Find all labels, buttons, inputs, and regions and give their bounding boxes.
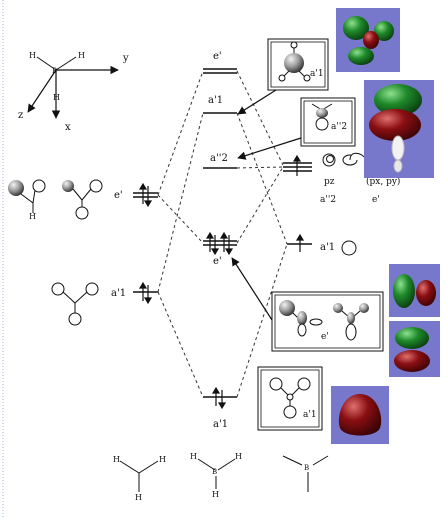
- center-levels: [203, 68, 237, 398]
- pointer-arrows: [231, 89, 302, 321]
- inset-e-label: e': [321, 332, 329, 342]
- right-label-a1: a'1: [320, 242, 335, 253]
- coordinate-system: y z x H H B H: [18, 51, 129, 133]
- atom-h-2: H: [78, 51, 85, 60]
- orbital-render-4: [389, 321, 440, 377]
- pz-orbital-icon: [322, 153, 336, 167]
- axis-y-label: y: [122, 53, 129, 64]
- inset-a1-bottom-label: a'1: [303, 410, 317, 420]
- left-label-a1: a'1: [111, 288, 126, 299]
- struct1-h3: H: [135, 493, 142, 502]
- orbital-render-1: [336, 8, 400, 72]
- orbital-render-3: [389, 264, 440, 317]
- label-a2pp-right: a''2: [320, 195, 336, 205]
- electrons-center: [205, 231, 234, 410]
- struct1-h2: H: [159, 455, 166, 464]
- orbital-render-2: [364, 80, 434, 178]
- label-a2pp-mid: a''2: [210, 153, 228, 164]
- label-pxpy: (px, py): [366, 176, 400, 187]
- orbital-render-5: [331, 386, 389, 444]
- inset-e-bonding: [271, 291, 384, 352]
- label-e-bonding: e': [213, 256, 222, 267]
- axis-x-label: x: [65, 122, 71, 133]
- struct2-b: B: [212, 468, 217, 476]
- left-e-orbital-2: [62, 179, 103, 220]
- inset-a1-top: [267, 38, 329, 91]
- inset-a1-bottom: [257, 366, 323, 431]
- label-a1-mid: a'1: [208, 95, 223, 106]
- struct3-b: B: [304, 464, 309, 472]
- left-e-orbital-1-h: H: [29, 212, 36, 221]
- atom-h-1: H: [29, 51, 36, 60]
- structure-bh3-1: [119, 460, 159, 492]
- struct2-h1: H: [190, 452, 197, 461]
- struct2-h3: H: [212, 490, 219, 499]
- label-pz: pz: [324, 177, 335, 187]
- label-e-right: e': [372, 195, 380, 205]
- left-levels: [133, 192, 158, 293]
- left-e-orbital-1: [8, 179, 46, 213]
- inset-a1-top-label: a'1: [310, 69, 324, 79]
- electrons-left: [138, 182, 153, 305]
- structure-bh3-2: [197, 458, 236, 489]
- left-label-e: e': [114, 190, 123, 201]
- atom-b: B: [52, 67, 57, 75]
- label-e-top: e': [213, 51, 222, 62]
- inset-a2pp-label: a''2: [331, 122, 347, 132]
- label-a1-bottom: a'1: [213, 419, 228, 430]
- correlation-lines: [157, 70, 288, 398]
- electrons-right: [292, 154, 305, 252]
- axis-z-label: z: [18, 110, 23, 121]
- s-orbital-icon: [341, 240, 357, 256]
- struct2-h2: H: [235, 452, 242, 461]
- inset-a2pp: [300, 97, 356, 147]
- struct1-h1: H: [113, 455, 120, 464]
- structure-bh3-3: [282, 455, 329, 492]
- left-a1-orbital: [51, 282, 99, 326]
- atom-h-3: H: [53, 93, 60, 102]
